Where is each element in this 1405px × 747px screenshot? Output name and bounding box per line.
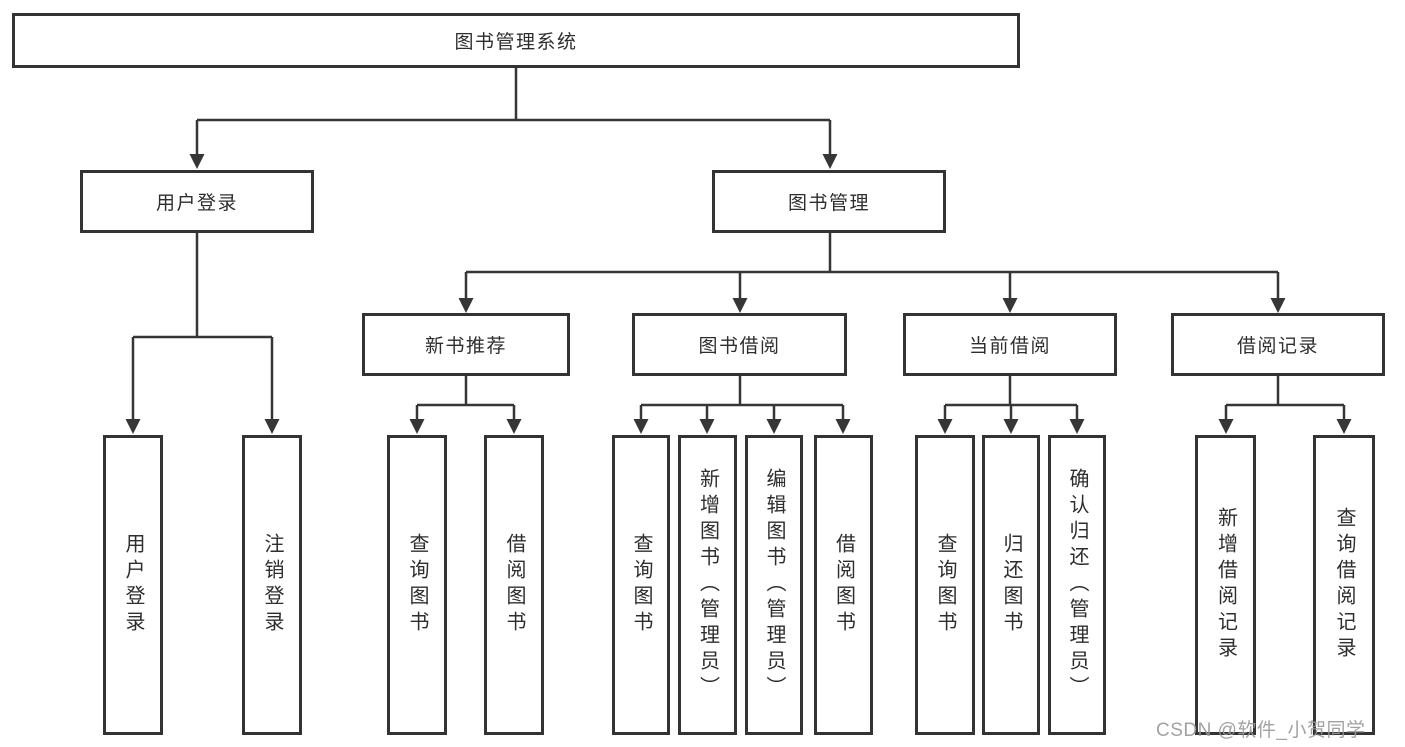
leaf-query-borrow-record: 查询借阅记录	[1313, 435, 1375, 735]
node-borrow-records: 借阅记录	[1171, 313, 1385, 376]
leaf-confirm-return-admin: 确认归还（管理员）	[1048, 435, 1106, 735]
node-current-borrow: 当前借阅	[903, 313, 1117, 376]
node-new-book-recommend: 新书推荐	[362, 313, 570, 376]
leaf-logout: 注销登录	[242, 435, 302, 735]
leaf-query-book-recommend: 查询图书	[387, 435, 447, 735]
node-book-borrow: 图书借阅	[632, 313, 847, 376]
node-book-management: 图书管理	[712, 170, 946, 233]
node-root-system: 图书管理系统	[12, 13, 1020, 68]
leaf-query-book-current: 查询图书	[915, 435, 975, 735]
csdn-watermark: CSDN @软件_小贺同学	[1156, 720, 1366, 741]
node-user-login: 用户登录	[80, 170, 314, 233]
leaf-borrow-book-borrow: 借阅图书	[814, 435, 873, 735]
arrowheads	[125, 154, 1352, 434]
leaf-query-book-borrow: 查询图书	[612, 435, 670, 735]
leaf-return-book: 归还图书	[982, 435, 1040, 735]
leaf-borrow-book-recommend: 借阅图书	[484, 435, 544, 735]
leaf-add-borrow-record: 新增借阅记录	[1195, 435, 1256, 735]
leaf-add-book-admin: 新增图书（管理员）	[678, 435, 737, 735]
leaf-user-login: 用户登录	[103, 435, 163, 735]
leaf-edit-book-admin: 编辑图书（管理员）	[745, 435, 803, 735]
